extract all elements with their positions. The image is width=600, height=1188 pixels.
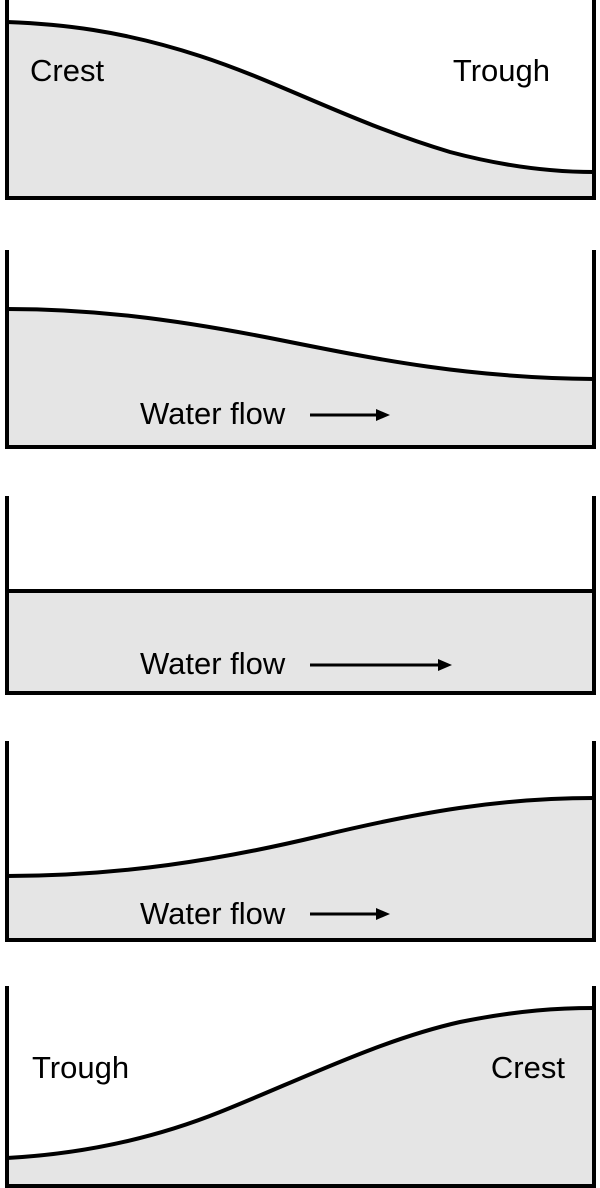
panel-1: Crest Trough (5, 0, 596, 200)
water-surface (6, 307, 595, 381)
water-surface (6, 20, 595, 174)
tank-outline (5, 741, 596, 942)
trough-label: Trough (32, 1050, 129, 1085)
trough-label: Trough (453, 53, 550, 88)
water-surface (6, 796, 595, 878)
water-body (7, 309, 594, 447)
tank-outline (5, 986, 596, 1188)
panel-3: Water flow (5, 496, 596, 695)
water-surface (6, 1006, 595, 1160)
flow-arrow-head (376, 908, 390, 920)
water-body (7, 591, 594, 693)
water-flow-label: Water flow (140, 396, 286, 431)
flow-arrow-head (438, 659, 452, 671)
tank-outline (5, 496, 596, 695)
water-body (7, 1008, 594, 1186)
panel-5: Trough Crest (5, 986, 596, 1188)
tank-outline (5, 250, 596, 449)
tank-outline (5, 0, 596, 200)
water-flow-label: Water flow (140, 896, 286, 931)
water-flow-label: Water flow (140, 646, 286, 681)
water-body (7, 798, 594, 940)
panel-4: Water flow (5, 741, 596, 942)
crest-label: Crest (30, 53, 104, 88)
flow-arrow-head (376, 409, 390, 421)
water-body (7, 22, 594, 198)
crest-label: Crest (491, 1050, 565, 1085)
panel-2: Water flow (5, 250, 596, 449)
